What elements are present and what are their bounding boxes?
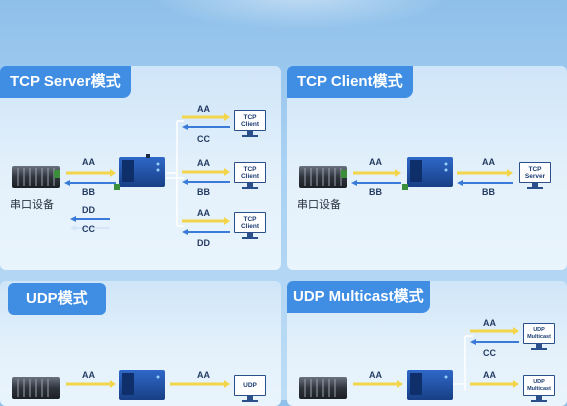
tcp-client-diagram	[299, 157, 513, 190]
multicast-line1: UDP	[533, 326, 545, 333]
serial-device-icon	[299, 166, 347, 188]
serial-device-icon	[12, 166, 60, 188]
network-branch-lines	[166, 120, 184, 227]
label-aa: AA	[197, 104, 210, 114]
udp-multicast-diagram	[299, 327, 519, 400]
label-aa: AA	[369, 370, 382, 380]
serial-arrows	[64, 169, 116, 231]
label-bb: BB	[197, 187, 210, 197]
tcp-client-title: TCP Client模式	[287, 66, 413, 98]
label-aa: AA	[483, 318, 496, 328]
serial-device-label: 串口设备	[10, 199, 54, 211]
multicast-line2: Multicast	[527, 385, 551, 392]
serial-server-device-icon	[402, 157, 453, 190]
label-bb: BB	[369, 187, 382, 197]
client-line2: Client	[240, 222, 260, 230]
multicast-line2: Multicast	[527, 333, 551, 340]
udp-panel: UDP模式 AA AA UDP	[0, 281, 281, 406]
tcp-server-panel: TCP Server模式	[0, 66, 281, 270]
label-aa: AA	[482, 157, 495, 167]
serial-server-device-icon	[119, 370, 165, 400]
label-dd: DD	[82, 205, 95, 215]
server-line2: Server	[524, 172, 546, 180]
serial-device-icon	[299, 377, 347, 399]
server-line1: TCP	[528, 165, 542, 173]
udp-multicast-title: UDP Multicast模式	[287, 281, 430, 313]
serial-server-device-icon	[407, 370, 453, 400]
label-aa: AA	[369, 157, 382, 167]
label-aa: AA	[483, 370, 496, 380]
label-cc: CC	[483, 348, 496, 358]
udp-computer-icon: UDP	[234, 375, 266, 403]
udp-diagram	[12, 370, 230, 400]
label-aa: AA	[82, 157, 95, 167]
serial-device-label: 串口设备	[297, 199, 341, 211]
label-aa: AA	[197, 158, 210, 168]
label-bb: BB	[482, 187, 495, 197]
label-aa: AA	[197, 208, 210, 218]
label-cc: CC	[197, 134, 210, 144]
serial-device-icon	[12, 377, 60, 399]
client-line1: TCP	[243, 165, 257, 173]
label-bb: BB	[82, 187, 95, 197]
label-dd: DD	[197, 238, 210, 248]
serial-server-device-icon	[114, 154, 165, 190]
label-aa: AA	[82, 370, 95, 380]
label-aa: AA	[197, 370, 210, 380]
label-cc: CC	[82, 224, 95, 234]
client-line1: TCP	[243, 215, 257, 223]
client-line2: Client	[240, 120, 260, 128]
multicast-line1: UDP	[533, 378, 545, 385]
background-glow	[150, 0, 450, 30]
tcp-server-title: TCP Server模式	[0, 66, 131, 98]
udp-title: UDP模式	[8, 283, 106, 315]
client-line2: Client	[240, 172, 260, 180]
client1-arrows	[182, 113, 230, 130]
udp-line1: UDP	[243, 382, 257, 389]
client3-arrows	[182, 217, 230, 235]
client-line1: TCP	[243, 113, 257, 121]
tcp-server-diagram	[12, 113, 230, 235]
tcp-client-panel: TCP Client模式 串口设备 AA BB AA	[287, 66, 567, 270]
client2-arrows	[182, 168, 230, 185]
